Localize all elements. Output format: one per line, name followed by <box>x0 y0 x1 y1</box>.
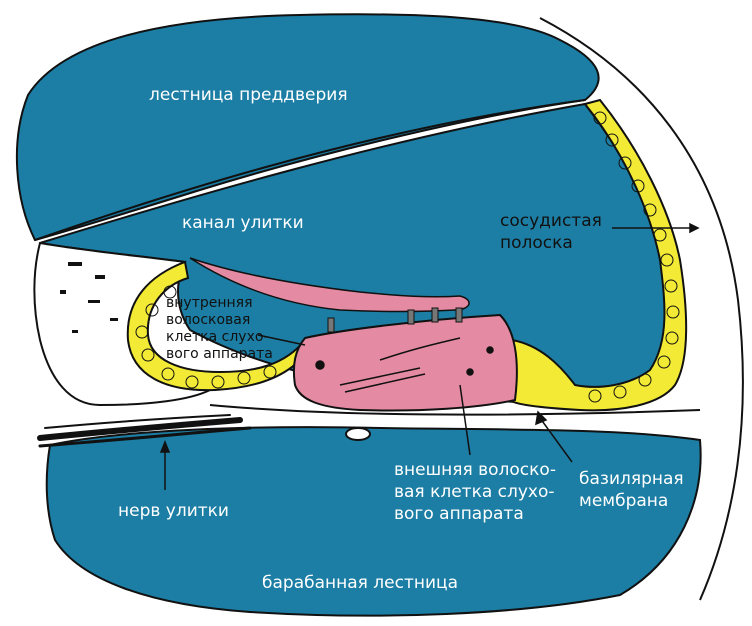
label-basilar-membrane: базилярная мембрана <box>579 468 684 512</box>
label-cochlear-duct: канал улитки <box>182 212 304 234</box>
label-inner-hair-cell: внутренняя волосковая клетка слухо- вого… <box>166 295 273 363</box>
label-outer-hair-cell: внешняя волоско- вая клетка слухо- вого … <box>394 459 556 525</box>
spiral-vessel <box>346 428 370 440</box>
label-scala-tympani: барабанная лестница <box>262 572 458 594</box>
label-cochlear-nerve: нерв улитки <box>118 500 229 522</box>
label-scala-vestibuli: лестница преддверия <box>149 84 348 106</box>
label-stria-vascularis: сосудистая полоска <box>500 210 602 254</box>
